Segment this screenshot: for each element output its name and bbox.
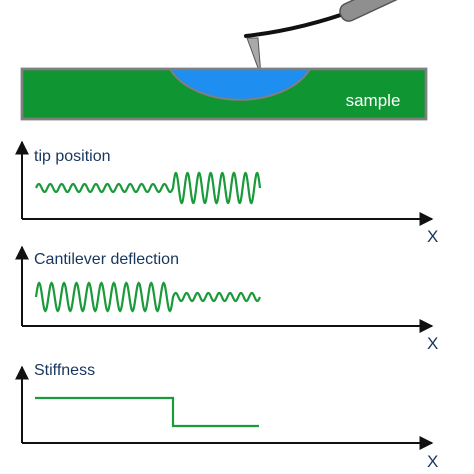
panel-label: tip position xyxy=(34,148,111,165)
sample-slab: sample xyxy=(20,67,428,121)
panel-stiffness: Stiffness X xyxy=(15,362,438,471)
panel-label: Cantilever deflection xyxy=(34,251,179,268)
afm-probe xyxy=(244,0,425,77)
stiffness-signal xyxy=(35,396,259,428)
cantilever-deflection-signal xyxy=(34,281,262,313)
panel-cantilever-deflection: Cantilever deflection X xyxy=(15,245,438,353)
probe-tip xyxy=(246,37,262,77)
soft-inclusion xyxy=(168,69,312,101)
tip-position-signal xyxy=(35,171,262,205)
panel-label: Stiffness xyxy=(34,362,95,379)
x-axis-label: X xyxy=(427,452,438,471)
panel-tip-position: tip position X xyxy=(15,140,438,246)
probe-holder xyxy=(339,0,425,22)
sample-outline xyxy=(20,67,428,121)
x-axis-label: X xyxy=(427,227,438,246)
x-axis-label: X xyxy=(427,334,438,353)
sample-label: sample xyxy=(346,91,401,110)
